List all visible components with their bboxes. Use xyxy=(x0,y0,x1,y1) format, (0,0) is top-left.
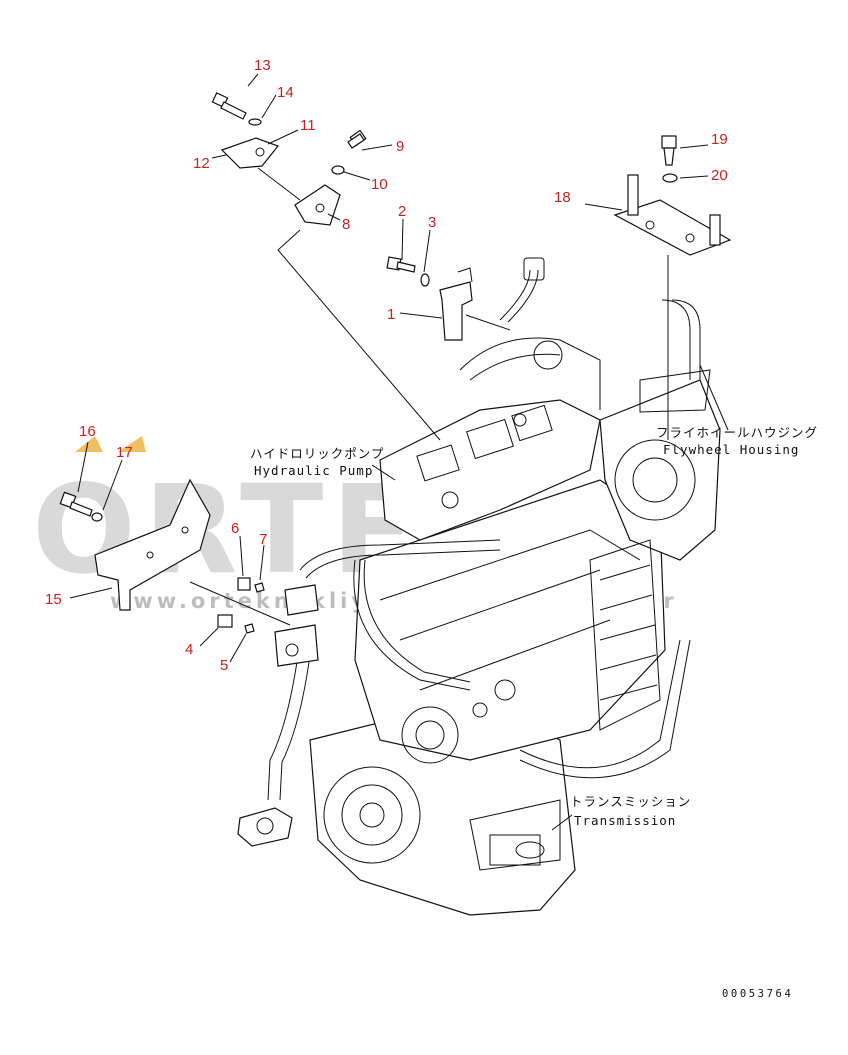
label-flywheel-housing-jp: フライホイールハウジング xyxy=(656,425,818,440)
callout-8: 8 xyxy=(342,216,350,233)
callout-17: 17 xyxy=(116,444,133,461)
callout-1: 1 xyxy=(387,306,395,323)
callout-18: 18 xyxy=(554,189,571,206)
watermark-accent-right xyxy=(118,436,146,452)
washer-10 xyxy=(331,165,345,175)
callout-3: 3 xyxy=(428,214,436,231)
callout-2: 2 xyxy=(398,203,406,220)
callout-19: 19 xyxy=(711,131,728,148)
leader-lines xyxy=(69,73,729,831)
bracket-1 xyxy=(439,281,473,341)
pin-7 xyxy=(254,582,265,593)
bracket-15 xyxy=(94,478,211,611)
label-flywheel-housing-en: Flywheel Housing xyxy=(663,442,799,457)
callout-9: 9 xyxy=(396,138,404,155)
washer-14 xyxy=(248,118,262,126)
plate-18 xyxy=(613,199,732,256)
callout-14: 14 xyxy=(277,84,294,101)
callout-10: 10 xyxy=(371,176,388,193)
callout-15: 15 xyxy=(45,591,62,608)
washer-17 xyxy=(91,512,103,522)
washer-3 xyxy=(420,273,430,287)
label-hydraulic-pump-en: Hydraulic Pump xyxy=(254,463,373,478)
component-labels: ハイドロリックポンプ Hydraulic Pump フライホイールハウジング F… xyxy=(250,425,818,828)
label-hydraulic-pump-jp: ハイドロリックポンプ xyxy=(250,446,384,461)
callout-16: 16 xyxy=(79,423,96,440)
nut-4 xyxy=(217,614,233,628)
callout-13: 13 xyxy=(254,57,271,74)
bolt-9 xyxy=(347,129,367,149)
callout-6: 6 xyxy=(231,520,239,537)
washer-20 xyxy=(662,173,678,183)
nut-6 xyxy=(237,577,251,591)
engine-assembly xyxy=(237,257,721,916)
bolt-2 xyxy=(386,256,416,273)
callout-numbers: 13 14 11 12 9 10 8 2 3 1 19 20 18 16 17 … xyxy=(45,57,728,674)
exploded-parts xyxy=(59,92,732,634)
bolt-19 xyxy=(661,135,677,166)
callout-11: 11 xyxy=(300,117,316,134)
callout-12: 12 xyxy=(193,155,210,172)
pin-5 xyxy=(244,623,255,634)
label-transmission-en: Transmission xyxy=(574,813,676,828)
document-id: 00053764 xyxy=(722,988,793,1000)
callout-4: 4 xyxy=(185,641,193,658)
label-transmission-jp: トランスミッション xyxy=(570,794,691,809)
watermark-accent-left xyxy=(75,436,103,452)
bracket-12 xyxy=(220,137,279,169)
callout-20: 20 xyxy=(711,167,728,184)
callout-5: 5 xyxy=(220,657,228,674)
callout-7: 7 xyxy=(259,531,267,548)
bolt-13 xyxy=(211,92,247,120)
bolt-16 xyxy=(59,491,93,517)
